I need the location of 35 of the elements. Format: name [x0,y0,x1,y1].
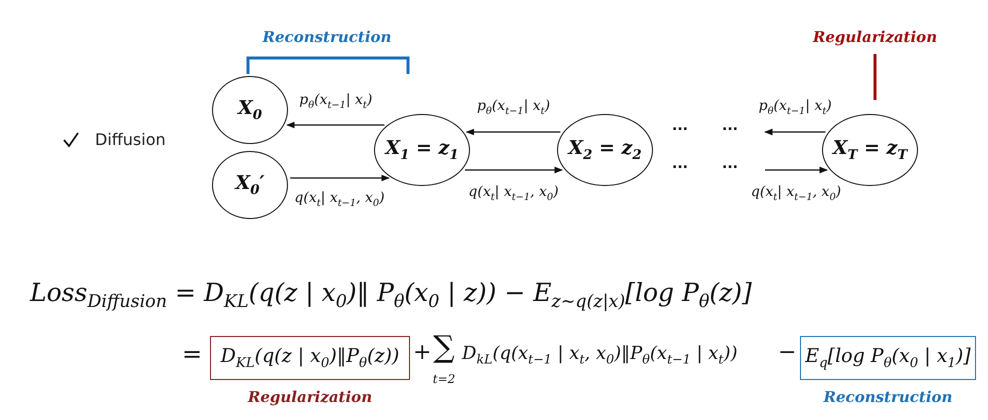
arrow [290,174,390,182]
formula-term: D$_{kL}$(q(x$_{t−1}$ | x$_{t}$, x$_{0}$)‖P$_{θ}$(x$_{t−1}$ | x$_{t}$)) [462,343,738,367]
ellipsis: ... [672,118,688,134]
formula-term-box: E$_{q}$[log P$_{θ}$(x$_{0}$ | x$_{1}$)] [800,336,976,380]
state-ellipse: X$_{T}$ = z$_{T}$ [822,114,918,186]
ellipsis: ... [722,118,738,134]
arrow [464,166,563,174]
edge-label: p$_{θ}$(x$_{t−1}$| x$_{t}$) [758,98,832,117]
section-heading: Reconstruction [262,28,392,46]
edge-label: q(x$_{t}$| x$_{t−1}$, x$_{0}$) [750,184,842,203]
edge-label: p$_{θ}$(x$_{t−1}$| x$_{t}$) [299,92,372,111]
sum-sign: ∑ [433,330,455,365]
section-heading: Regularization [812,28,938,46]
state-ellipse: X$_{0}$′ [212,151,288,219]
item-text: Diffusion [95,130,166,149]
equals-sign: = [182,340,202,368]
formula-term-box: D$_{KL}$(q(z | x$_{0}$)‖P$_{θ}$(z)) [210,336,410,380]
arrow [765,166,828,174]
ellipsis: ... [722,156,738,172]
ellipsis: ... [672,156,688,172]
plus-sign: + [413,340,432,365]
edge-label: q(x$_{t}$| x$_{t−1}$, x$_{0}$) [468,184,559,203]
state-ellipse: X$_{2}$ = z$_{2}$ [557,114,653,186]
arrow [764,128,826,136]
term-caption: Regularization [248,388,372,406]
state-ellipse: X$_{1}$ = z$_{1}$ [374,114,470,186]
state-ellipse: X$_{0}$ [212,76,288,144]
arrow [286,122,384,128]
minus-sign: − [778,340,796,365]
sum-index: t=2 [432,372,456,386]
term-caption: Reconstruction [824,388,952,406]
arrow [466,128,560,136]
edge-label: q(x$_{t}$| x$_{t−1}$, x$_{0}$) [294,190,385,209]
edge-label: p$_{θ}$(x$_{t−1}$| x$_{t}$) [476,98,550,117]
loss-equation: Loss$_{Diffusion}$ = D$_{KL}$(q(z | x$_{0}$)‖ P$_{θ}$(x$_{0}$ | z)) − E$_{z∼q(z|x)}$[log P$_{θ}$(z)] [30,278,752,312]
